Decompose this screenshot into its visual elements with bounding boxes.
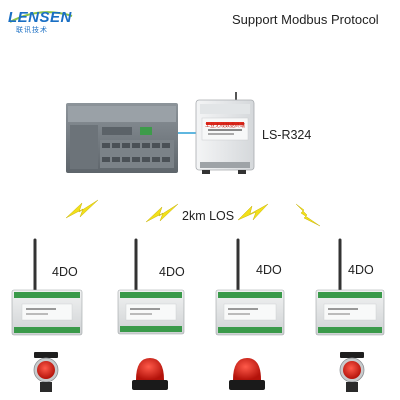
plc-controller-icon [66,103,178,173]
wireless-signal-icon [65,199,321,227]
io-module-icon [315,238,385,336]
node-label-1: 4DO [52,265,78,279]
io-module-icon [215,238,285,336]
page-title: Support Modbus Protocol [232,12,379,27]
red-push-button-icon [33,352,59,392]
brand-tagline: 联讯技术 [16,26,48,34]
wireless-terminal-icon [195,92,255,174]
terminal-model-label: LS-R324 [262,128,312,142]
node-label-3: 4DO [256,263,282,277]
terminal-product-text: 工业无线数据终端 [205,122,245,129]
io-module-icon [11,238,83,336]
node-label-4: 4DO [348,263,374,277]
red-warning-light-icon [229,358,265,390]
range-label: 2km LOS [182,209,235,223]
red-push-button-icon [339,352,365,392]
logo-swoosh-icon [9,11,73,23]
red-warning-light-icon [132,358,168,390]
brand-logo: LENSEN [8,9,72,26]
node-label-2: 4DO [159,265,185,279]
io-module-icon [117,238,185,335]
